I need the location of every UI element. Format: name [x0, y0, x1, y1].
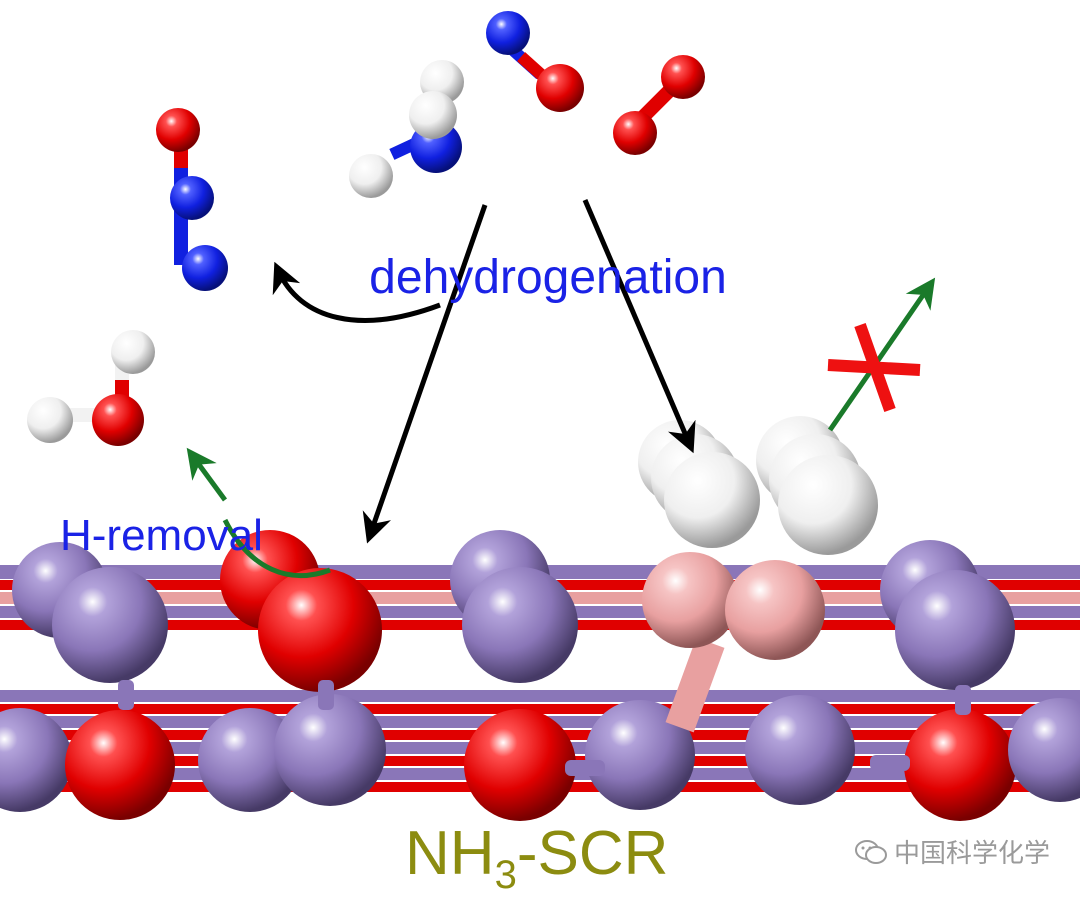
watermark-text: 中国科学化学 — [893, 839, 1050, 869]
nh3-molecule — [349, 60, 464, 198]
n2o-molecule — [156, 108, 228, 291]
lattice-upper-row-front — [52, 567, 1015, 692]
arrow-blocked-release — [827, 277, 936, 432]
blocked-cross-icon — [827, 323, 921, 412]
o2-molecule — [613, 55, 705, 155]
watermark: 中国科学化学 — [854, 833, 1050, 870]
adsorbed-hydrogen-cluster — [638, 416, 878, 555]
dopant-site — [642, 552, 825, 733]
arrow-to-n2o — [272, 261, 441, 323]
no-molecule — [486, 11, 584, 112]
arrow-right-down — [582, 199, 696, 454]
h2o-molecule — [27, 330, 155, 446]
catalyst-surface-slab — [0, 530, 1080, 821]
label-nh3-scr: NH3-SCR — [405, 819, 668, 897]
arrow-left-down — [362, 204, 488, 544]
reaction-arrows — [186, 199, 936, 579]
label-h-removal: H-removal — [60, 511, 263, 560]
arrow-h-removal — [222, 518, 331, 579]
lattice-bond-stubs — [118, 680, 971, 776]
arrow-h-removal-head — [186, 447, 228, 502]
wechat-icon — [854, 839, 887, 864]
lattice-lower-row — [0, 694, 1080, 821]
label-dehydrogenation: dehydrogenation — [369, 251, 727, 304]
